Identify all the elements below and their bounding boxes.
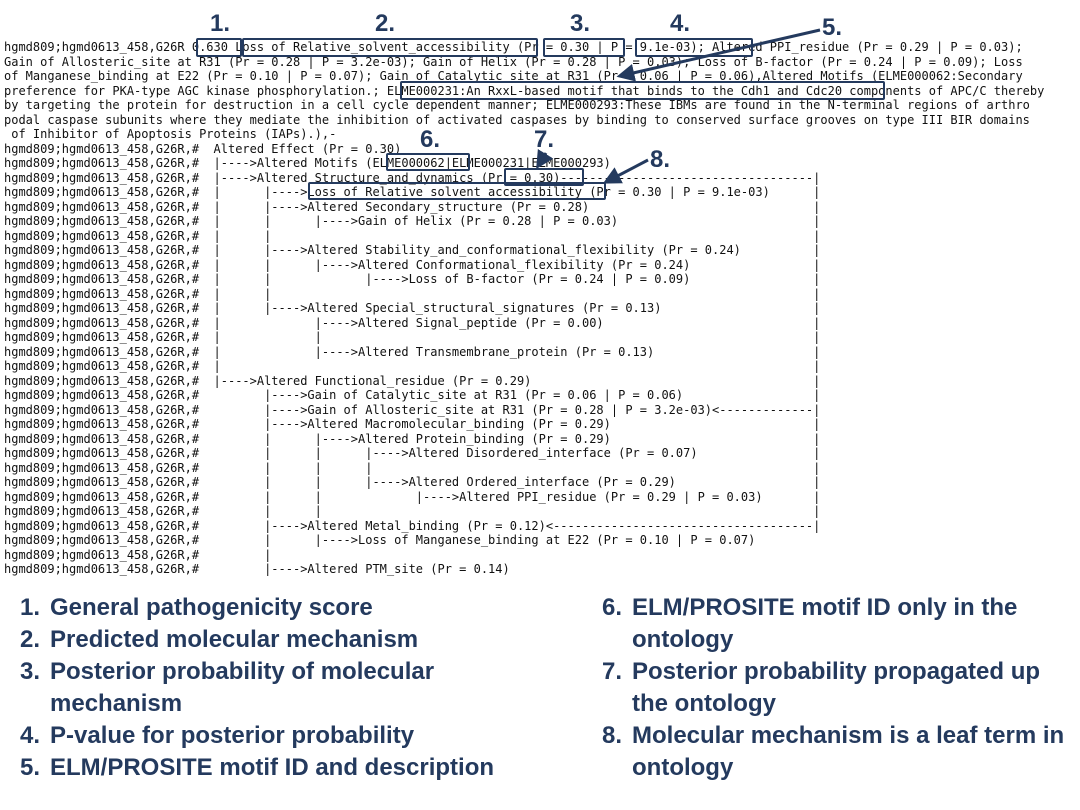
output-line: hgmd809;hgmd0613_458,G26R,# | | |: [4, 286, 821, 301]
output-line: hgmd809;hgmd0613_458,G26R,# |---->Altere…: [4, 417, 821, 431]
output-line: of Inhibitor of Apoptosis Proteins (IAPs…: [4, 127, 337, 141]
output-line: hgmd809;hgmd0613_458,G26R,# | |: [4, 359, 821, 373]
output-line: hgmd809;hgmd0613_458,G26R,# |---->Altere…: [4, 156, 611, 170]
callout-3: 3.: [570, 10, 591, 37]
output-line: of Manganese_binding at E22 (Pr = 0.10 |…: [4, 69, 1023, 83]
callout-8: 8.: [650, 146, 671, 173]
output-line: podal caspase subunits where they mediat…: [4, 112, 1030, 127]
legend-item-5: 5.ELM/PROSITE motif ID and description: [19, 754, 495, 781]
callout-6: 6.: [420, 126, 441, 153]
legend-item-6: 6.ELM/PROSITE motif ID only in the ontol…: [601, 594, 1018, 653]
output-line: hgmd809;hgmd0613_458,G26R,# |---->Gain o…: [4, 388, 821, 402]
callout-1: 1.: [210, 10, 231, 37]
legend-left: 1.General pathogenicity score 2.Predicte…: [4, 592, 564, 784]
legend-item-8: 8.Molecular mechanism is a leaf term in …: [601, 722, 1065, 781]
output-line: hgmd809;hgmd0613_458,G26R,# | | |: [4, 228, 821, 243]
output-line: hgmd809;hgmd0613_458,G26R,# | | | |: [4, 460, 821, 475]
legend-right: 6.ELM/PROSITE motif ID only in the ontol…: [586, 592, 1066, 784]
output-line: hgmd809;hgmd0613_458,G26R,# | |---->Loss…: [4, 185, 821, 199]
output-line: Gain of Allosteric_site at R31 (Pr = 0.2…: [4, 54, 1023, 69]
output-line: hgmd809;hgmd0613_458,G26R,# |---->Altere…: [4, 518, 821, 533]
output-line: hgmd809;hgmd0613_458,G26R,# | | |---->Al…: [4, 475, 821, 489]
output-line: hgmd809;hgmd0613_458,G26R,# | | |---->Ga…: [4, 214, 821, 228]
output-line: by targeting the protein for destruction…: [4, 98, 1030, 112]
output-line: hgmd809;hgmd0613_458,G26R,# |---->Altere…: [4, 562, 510, 576]
output-line: preference for PKA-type AGC kinase phosp…: [4, 83, 1045, 98]
output-line: hgmd809;hgmd0613_458,G26R,# |---->Gain o…: [4, 402, 821, 417]
output-line: hgmd809;hgmd0613_458,G26R,# |: [4, 547, 272, 562]
legend-item-7: 7.Posterior probability propagated up th…: [601, 658, 1041, 717]
output-line: hgmd809;hgmd0613_458,G26R,# | | |: [4, 504, 821, 518]
callout-2: 2.: [375, 10, 396, 37]
legend-item-1: 1.General pathogenicity score: [19, 594, 373, 621]
output-line: hgmd809;hgmd0613_458,G26R,# | | |---->Al…: [4, 489, 821, 504]
legend-item-4: 4.P-value for posterior probability: [19, 722, 415, 749]
output-line: hgmd809;hgmd0613_458,G26R,# | |---->Alte…: [4, 243, 821, 257]
legend-item-2: 2.Predicted molecular mechanism: [19, 626, 419, 653]
callout-4: 4.: [670, 10, 691, 37]
output-line: hgmd809;hgmd0613_458,G26R,# |---->Altere…: [4, 170, 821, 185]
output-line: hgmd809;hgmd0613_458,G26R,# | | |---->Lo…: [4, 272, 821, 286]
output-line: hgmd809;hgmd0613_458,G26R,# | |---->Alte…: [4, 431, 821, 446]
output-line: hgmd809;hgmd0613_458,G26R 0.630 Loss of …: [4, 40, 1023, 54]
output-line: hgmd809;hgmd0613_458,G26R,# | | |---->Al…: [4, 446, 821, 460]
legend-item-3: 3.Posterior probability of molecular mec…: [19, 658, 435, 717]
callout-5: 5.: [822, 14, 843, 41]
callout-7: 7.: [534, 126, 555, 153]
output-line: hgmd809;hgmd0613_458,G26R,# Altered Effe…: [4, 141, 402, 156]
output-line: hgmd809;hgmd0613_458,G26R,# | | |: [4, 330, 821, 344]
output-line: hgmd809;hgmd0613_458,G26R,# | |---->Alte…: [4, 199, 821, 214]
output-line: hgmd809;hgmd0613_458,G26R,# |---->Altere…: [4, 373, 821, 388]
output-line: hgmd809;hgmd0613_458,G26R,# | |---->Alte…: [4, 315, 821, 330]
output-line: hgmd809;hgmd0613_458,G26R,# | |---->Loss…: [4, 533, 756, 547]
output-line: hgmd809;hgmd0613_458,G26R,# | | |---->Al…: [4, 257, 821, 272]
output-line: hgmd809;hgmd0613_458,G26R,# | |---->Alte…: [4, 344, 821, 359]
output-line: hgmd809;hgmd0613_458,G26R,# | |---->Alte…: [4, 301, 821, 315]
